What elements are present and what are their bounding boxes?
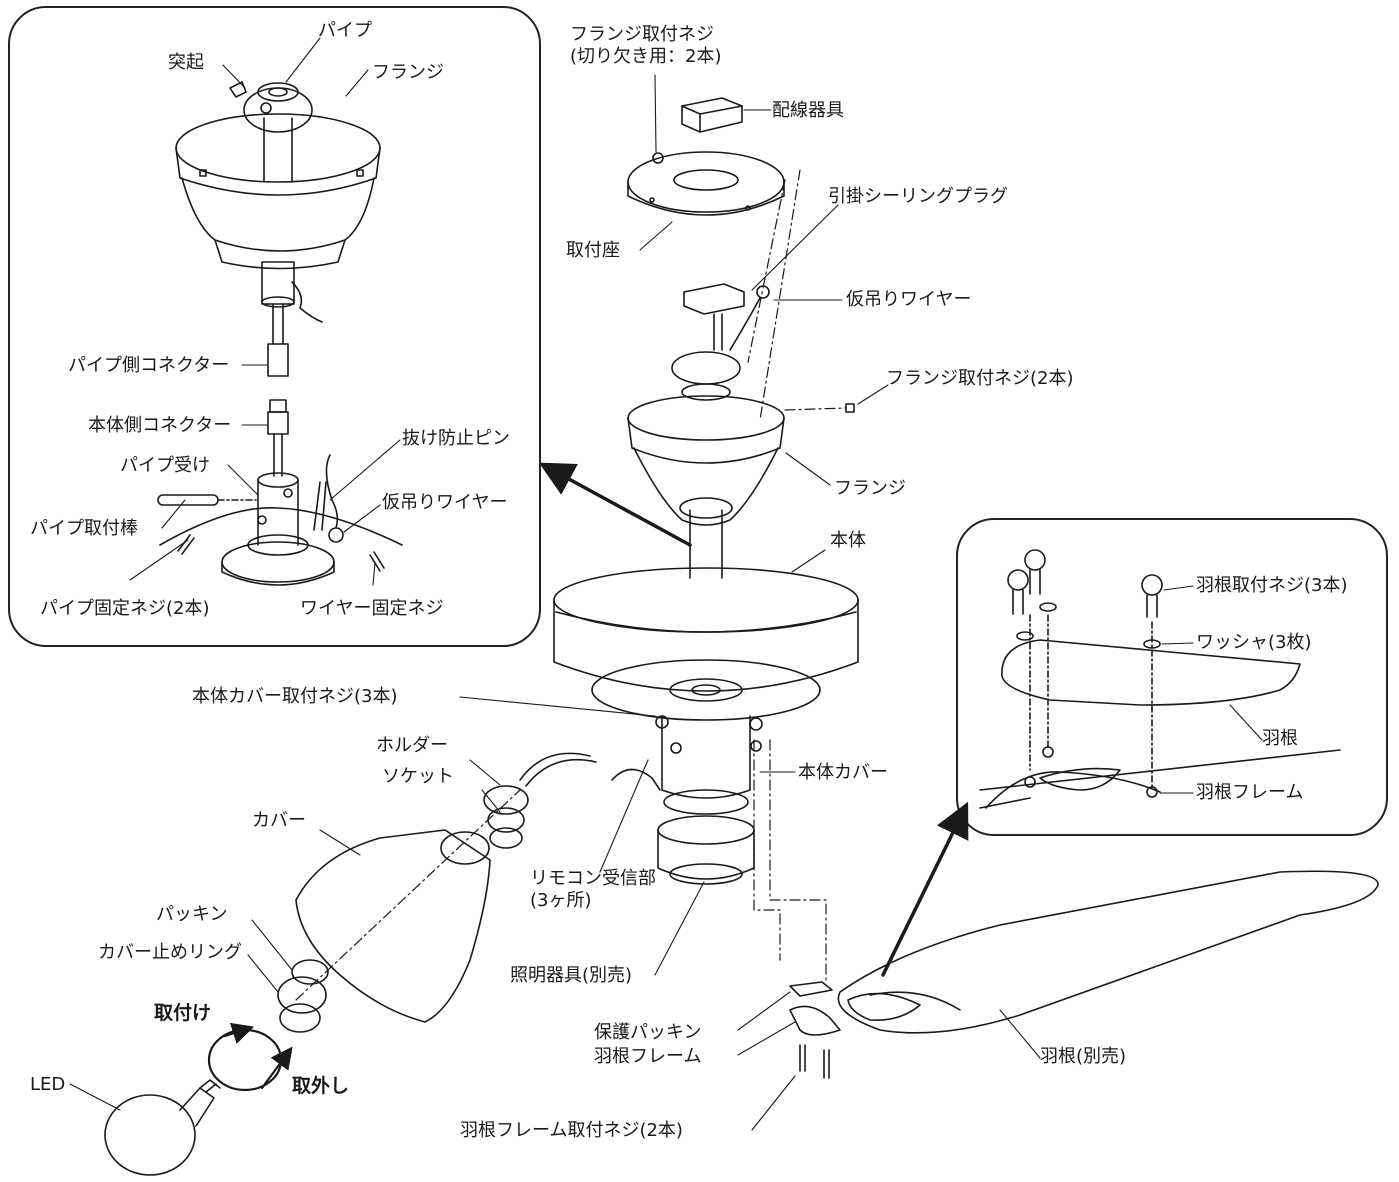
flange-main-drawing xyxy=(627,351,855,579)
leader-lines xyxy=(69,37,1263,1131)
label-socket: ソケット xyxy=(382,766,454,787)
label-remote-receiver: リモコン受信部 (3ヶ所) xyxy=(530,868,656,912)
label-flange-inset: フランジ xyxy=(372,62,444,83)
inset-panel-pipe-assembly xyxy=(8,6,541,647)
label-body: 本体 xyxy=(830,530,866,551)
label-wire-fix-screw: ワイヤー固定ネジ xyxy=(300,598,444,619)
cover-drawing xyxy=(295,829,491,1023)
label-flange-screw: フランジ取付ネジ(2本) xyxy=(886,368,1074,389)
inset-connectors-drawing xyxy=(267,303,289,477)
label-flange-screw-notch-line2: (切り欠き用：2本) xyxy=(570,46,722,67)
led-bulb-drawing xyxy=(104,1079,221,1176)
wiring-fixture-drawing xyxy=(681,97,743,133)
packing-ring-drawing xyxy=(277,959,329,1033)
label-protective-packing: 保護パッキン xyxy=(594,1022,702,1043)
label-temp-wire: 仮吊りワイヤー xyxy=(846,289,972,310)
label-remote-receiver-line2: (3ヶ所) xyxy=(530,890,592,911)
holder-socket-drawing xyxy=(483,752,597,849)
inset-panel-blade-assembly xyxy=(956,518,1388,836)
label-lighting-fixture: 照明器具(別売) xyxy=(510,965,633,986)
label-flange-screw-notch-line1: フランジ取付ネジ xyxy=(570,24,714,45)
label-pipe-receiver: パイプ受け xyxy=(120,455,210,476)
assembly-guide-lines xyxy=(295,169,847,1001)
label-ceiling-plug: 引掛シーリングプラグ xyxy=(828,186,1008,207)
label-protrusion: 突起 xyxy=(168,52,204,73)
inset-pipe-receiver-drawing xyxy=(157,454,403,586)
label-mount-base: 取付座 xyxy=(566,240,620,261)
inset-flange-drawing xyxy=(175,81,381,323)
label-remote-receiver-line1: リモコン受信部 xyxy=(530,868,656,889)
label-packing: パッキン xyxy=(156,904,228,925)
rotation-arrows xyxy=(207,1022,293,1092)
label-pipe-side-connector: パイプ側コネクター xyxy=(68,355,230,376)
label-pipe-fix-screw: パイプ固定ネジ(2本) xyxy=(40,598,210,619)
label-blade-frame: 羽根フレーム xyxy=(594,1046,702,1067)
label-body-cover-screw: 本体カバー取付ネジ(3本) xyxy=(192,686,398,707)
label-blade: 羽根 xyxy=(1262,728,1298,749)
body-cover-drawing xyxy=(655,715,763,799)
inset-blade-detail-drawing xyxy=(979,549,1341,809)
ceiling-plug-drawing xyxy=(683,283,770,351)
label-cover-ring: カバー止めリング xyxy=(98,942,242,963)
label-blade-screw: 羽根取付ネジ(3本) xyxy=(1196,575,1348,596)
label-anti-slip-pin: 抜け防止ピン xyxy=(402,428,510,449)
label-pipe-mount-rod: パイプ取付棒 xyxy=(30,518,138,539)
label-cover: カバー xyxy=(252,810,306,831)
pointer-arrows-to-insets xyxy=(538,462,969,977)
label-temp-wire-inset: 仮吊りワイヤー xyxy=(382,492,508,513)
label-attach: 取付け xyxy=(154,1002,212,1024)
label-led: LED xyxy=(30,1074,66,1095)
motor-body-drawing xyxy=(553,567,859,721)
label-blade-frame-screw: 羽根フレーム取付ネジ(2本) xyxy=(460,1120,683,1141)
label-blade-separate: 羽根(別売) xyxy=(1040,1046,1127,1067)
lighting-fixture-drawing xyxy=(611,768,755,885)
mount-base-drawing xyxy=(627,151,785,216)
label-pipe: パイプ xyxy=(318,20,372,41)
label-blade-frame-inset: 羽根フレーム xyxy=(1196,782,1304,803)
label-flange: フランジ xyxy=(834,478,906,499)
label-body-cover: 本体カバー xyxy=(798,762,888,783)
label-washer: ワッシャ(3枚) xyxy=(1196,632,1312,653)
label-flange-screw-notch: フランジ取付ネジ (切り欠き用：2本) xyxy=(570,24,722,68)
label-holder: ホルダー xyxy=(376,735,448,756)
label-body-side-connector: 本体側コネクター xyxy=(88,415,232,436)
label-wiring-fixture: 配線器具 xyxy=(772,100,844,121)
blade-drawing xyxy=(789,870,1379,1079)
label-remove: 取外し xyxy=(292,1075,350,1097)
